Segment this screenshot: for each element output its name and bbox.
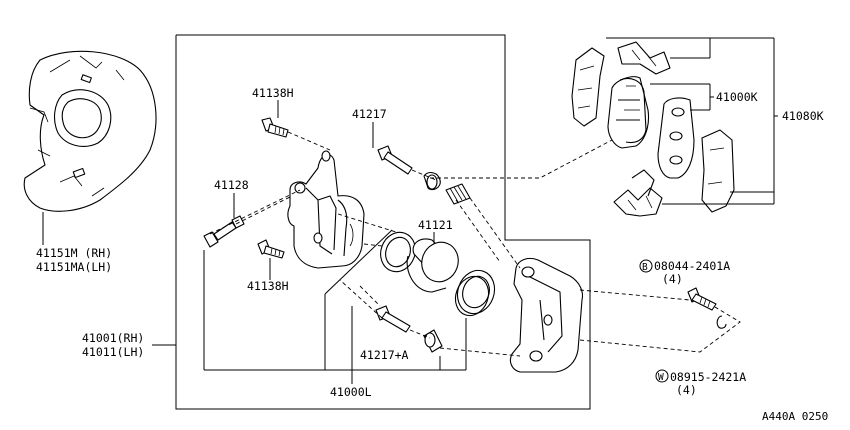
dust-shield [23, 50, 157, 245]
clip-upper [617, 41, 671, 75]
label-41001: 41001(RH) [82, 331, 144, 345]
label-41011: 41011(LH) [82, 345, 144, 359]
clip-lower [613, 187, 663, 217]
label-bolt-code: 08044-2401A [654, 259, 730, 273]
piston-boot [454, 269, 496, 317]
circle-letter-b: B [639, 259, 653, 273]
label-41151ma: 41151MA(LH) [36, 260, 112, 274]
washer-prefix-letter: W [658, 372, 664, 383]
bolt-prefix-letter: B [642, 262, 648, 273]
pin-41217-top [377, 145, 413, 175]
drawing-reference: A440A 0250 [762, 410, 828, 423]
boot-spring [445, 183, 471, 205]
pin-41217a-lower [375, 305, 411, 333]
label-41000k: 41000K [716, 90, 758, 104]
leader-41000k [650, 83, 714, 111]
main-assembly-frame [175, 34, 591, 410]
label-41217: 41217 [352, 107, 387, 121]
bolt-41138h-top [261, 117, 289, 138]
label-41138h-top: 41138H [252, 86, 294, 100]
label-41080k: 41080K [782, 109, 824, 123]
washer [716, 315, 727, 329]
brake-pad-outer [607, 76, 650, 149]
label-bolt-qty: (4) [662, 272, 683, 286]
leader-41000l [203, 229, 467, 384]
label-41121: 41121 [418, 218, 453, 232]
seal-ring [380, 231, 416, 273]
bolt-41138h-bottom [257, 239, 285, 259]
brake-pad-inner [657, 97, 695, 179]
torque-member [509, 257, 584, 373]
phantom-lines [209, 131, 741, 357]
circle-letter-w: W [655, 369, 669, 383]
label-41000l: 41000L [330, 385, 372, 399]
shim-inner [701, 129, 735, 213]
boot-lower [423, 329, 443, 353]
mount-bolt [687, 287, 717, 311]
label-41151m: 41151M (RH) [36, 246, 112, 260]
shim-outer [571, 47, 605, 127]
caliper-body [287, 150, 365, 269]
label-41138h-bottom: 41138H [247, 279, 289, 293]
boot-small [423, 171, 441, 191]
clip-lower-2 [631, 169, 655, 197]
leader-41080k [606, 37, 778, 205]
label-washer-qty: (4) [676, 383, 697, 397]
piston-41121 [406, 238, 459, 293]
label-41128: 41128 [214, 178, 249, 192]
label-41217a: 41217+A [360, 348, 409, 362]
label-washer-code: 08915-2421A [670, 370, 746, 384]
